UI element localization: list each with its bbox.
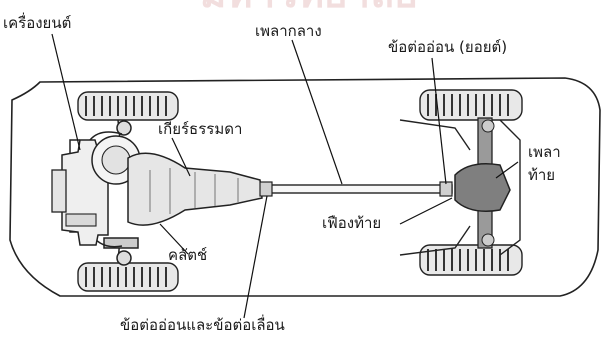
label-differential: เฟืองท้าย <box>322 214 382 232</box>
rear-right-wheel <box>419 244 523 276</box>
label-clutch: คลัตช์ <box>168 246 208 264</box>
rear-left-wheel <box>419 89 523 121</box>
label-rear-axle-line2: ท้าย <box>528 166 556 184</box>
label-propeller-shaft: เพลากลาง <box>255 22 322 40</box>
watermark-text: มหาวิทยาลัย <box>200 0 418 14</box>
label-transmission: เกียร์ธรรมดา <box>158 120 243 138</box>
leader-lines <box>51 33 519 319</box>
rear-axle-assembly <box>399 117 521 256</box>
label-front-joint: ข้อต่ออ่อนและข้อต่อเลื่อน <box>120 316 285 334</box>
propeller-shaft <box>259 181 453 197</box>
label-engine: เครื่องยนต์ <box>3 14 72 32</box>
label-rear-axle-line1: เพลา <box>528 143 561 161</box>
label-universal-joint: ข้อต่ออ่อน (ยอยต์) <box>388 38 508 56</box>
front-right-wheel <box>77 262 179 292</box>
front-left-wheel <box>77 91 179 121</box>
